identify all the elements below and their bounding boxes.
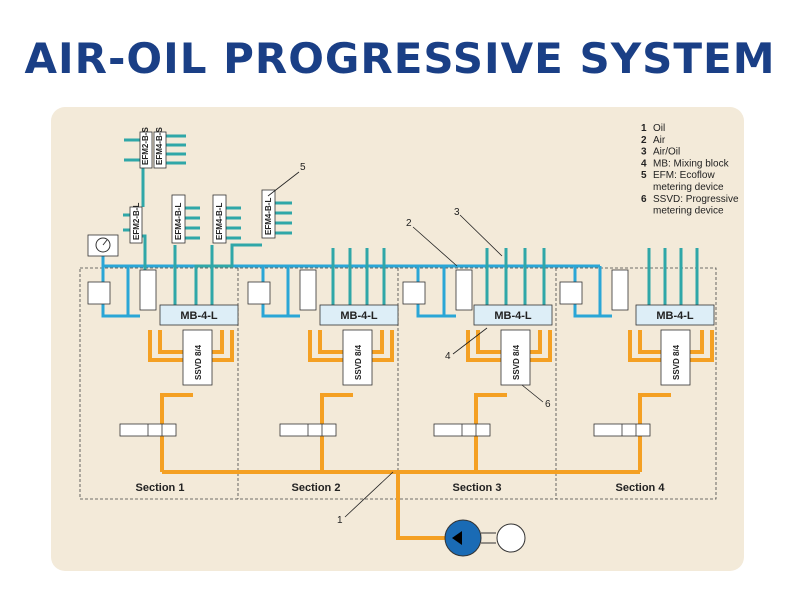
efm-label: EFM2-B-L xyxy=(132,203,141,240)
mixing-block xyxy=(319,304,399,326)
efm-label: EFM4-B-L xyxy=(215,203,224,240)
efm-device xyxy=(212,194,227,244)
legend-number: 2 xyxy=(641,135,647,146)
callout-6: 6 xyxy=(545,399,551,410)
efm-device xyxy=(139,131,153,169)
page-title: AIR-OIL PROGRESSIVE SYSTEM xyxy=(24,34,776,83)
pressure-gauge-icon xyxy=(87,234,119,257)
pressure-switch xyxy=(559,281,583,305)
legend-number: 3 xyxy=(641,147,647,158)
mixing-block xyxy=(635,304,715,326)
efm-label: EFM4-B-S xyxy=(155,127,164,165)
section-1: MB-4-L SSVD 8/4 Section 1 xyxy=(87,269,239,494)
legend-text: metering device xyxy=(653,206,724,217)
callout-leaders xyxy=(267,171,544,518)
section-label: Section 3 xyxy=(453,482,502,494)
legend-text: SSVD: Progressive xyxy=(653,194,739,205)
oil-pump-icon xyxy=(444,519,526,557)
efm-label: EFM4-B-L xyxy=(174,203,183,240)
legend: 1 Oil 2 Air 3 Air/Oil 4 MB: Mixing block 5 EFM: E… xyxy=(641,123,739,217)
efm-label: EFM2-B-S xyxy=(141,127,150,165)
pressure-switch xyxy=(87,281,111,305)
section-3: MB-4-L SSVD 8/4 Section 3 xyxy=(402,269,553,494)
ssvd-block xyxy=(660,329,691,386)
pressure-switch xyxy=(402,281,426,305)
pressure-switch xyxy=(247,281,271,305)
legend-text: Air xyxy=(653,135,666,146)
section-2: MB-4-L SSVD 8/4 Section 2 xyxy=(247,269,399,494)
air-valve xyxy=(611,269,629,311)
ssvd-label: SSVD 8/4 xyxy=(512,344,521,380)
air-valve xyxy=(299,269,317,311)
ssvd-block xyxy=(342,329,373,386)
efm-label: EFM4-B-L xyxy=(264,198,273,235)
mixing-block-label: MB-4-L xyxy=(180,310,218,322)
callout-2: 2 xyxy=(406,218,412,229)
efm-device xyxy=(129,206,143,244)
mixing-block xyxy=(159,304,239,326)
callout-4: 4 xyxy=(445,351,451,362)
legend-text: Air/Oil xyxy=(653,147,680,158)
callout-3: 3 xyxy=(454,207,460,218)
oil-lines xyxy=(148,330,714,540)
section-label: Section 4 xyxy=(616,482,666,494)
ssvd-block xyxy=(182,329,213,386)
legend-number: 5 xyxy=(641,170,647,181)
air-lines xyxy=(101,256,612,318)
efm-device xyxy=(261,189,276,239)
section-label: Section 1 xyxy=(136,482,185,494)
legend-text: MB: Mixing block xyxy=(653,158,730,169)
mixing-block-label: MB-4-L xyxy=(656,310,694,322)
legend-number: 4 xyxy=(641,158,647,169)
ssvd-label: SSVD 8/4 xyxy=(354,344,363,380)
efm-device xyxy=(153,131,167,169)
section-label: Section 2 xyxy=(292,482,341,494)
section-4: MB-4-L SSVD 8/4 Section 4 xyxy=(559,269,715,494)
callout-5: 5 xyxy=(300,162,306,173)
mixing-block-label: MB-4-L xyxy=(340,310,378,322)
ssvd-label: SSVD 8/4 xyxy=(194,344,203,380)
legend-text: metering device xyxy=(653,182,724,193)
mixing-block-label: MB-4-L xyxy=(494,310,532,322)
air-valve xyxy=(455,269,473,311)
legend-text: Oil xyxy=(653,123,665,134)
sections: MB-4-L SSVD 8/4 Section 1 MB-4-L SSVD 8/… xyxy=(87,269,715,494)
ssvd-label: SSVD 8/4 xyxy=(672,344,681,380)
air-valve xyxy=(139,269,157,311)
callout-1: 1 xyxy=(337,515,343,526)
mixing-block xyxy=(473,304,553,326)
legend-number: 1 xyxy=(641,123,647,134)
legend-text: EFM: Ecoflow xyxy=(653,170,715,181)
legend-number: 6 xyxy=(641,194,647,205)
efm-device xyxy=(171,194,186,244)
efm-devices: EFM2-B-S EFM4-B-S EFM2-B-L EFM4-B-L EFM4… xyxy=(129,127,276,244)
ssvd-block xyxy=(500,329,531,386)
